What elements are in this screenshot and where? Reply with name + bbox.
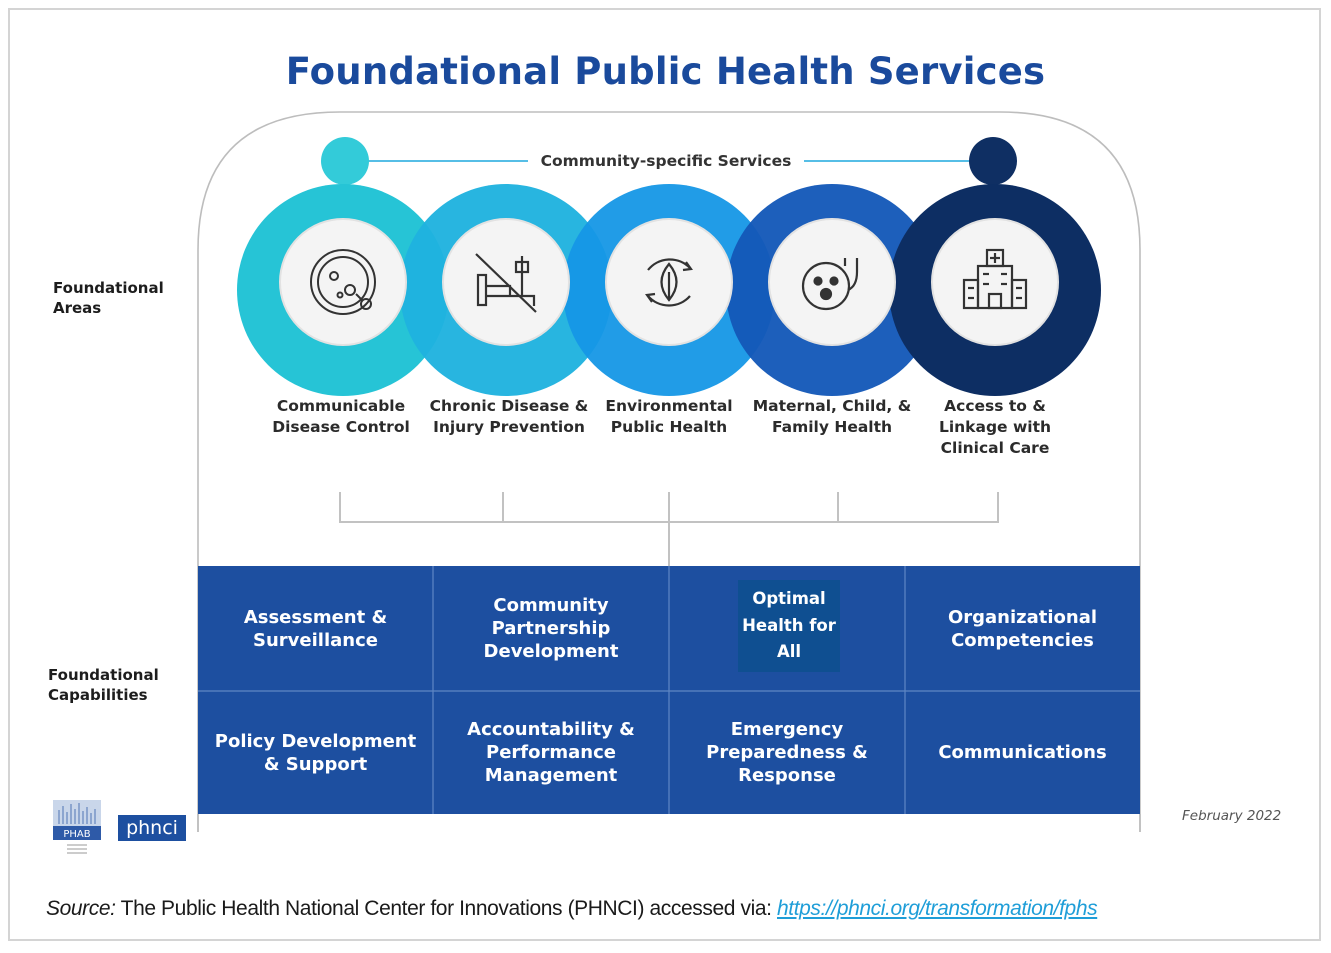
phnci-logo: phnci bbox=[118, 815, 186, 841]
area-label-maternal: Maternal, Child, & Family Health bbox=[752, 397, 912, 436]
family-stethoscope-icon bbox=[801, 258, 859, 311]
no-hospital-bed-icon bbox=[475, 253, 537, 313]
foundational-areas-label: Foundational Areas bbox=[53, 279, 164, 317]
bracket-connectors bbox=[339, 492, 999, 566]
community-dot-right bbox=[969, 137, 1017, 185]
source-link[interactable]: https://phnci.org/transformation/fphs bbox=[777, 897, 1098, 920]
source-text: The Public Health National Center for In… bbox=[120, 897, 772, 920]
capability-emergency: Emergency Preparedness & Response bbox=[706, 719, 868, 786]
capability-organizational: Organizational Competencies bbox=[947, 606, 1098, 651]
area-label-communicable: Communicable Disease Control bbox=[272, 397, 410, 436]
inner-circle bbox=[931, 218, 1059, 346]
inner-circle bbox=[279, 218, 407, 346]
capability-community-partnership: Community Partnership Development bbox=[483, 595, 619, 662]
area-label-access: Access to & Linkage with Clinical Care bbox=[938, 397, 1052, 457]
source-line: Source: The Public Health National Cente… bbox=[46, 897, 1098, 921]
capability-grid-lines bbox=[198, 566, 1140, 814]
arch-outline bbox=[197, 111, 1141, 832]
community-services-label: Community-specific Services bbox=[528, 150, 804, 172]
hospital-icon bbox=[962, 248, 1028, 310]
area-label-chronic: Chronic Disease & Injury Prevention bbox=[429, 397, 589, 436]
capability-assessment: Assessment & Surveillance bbox=[243, 606, 388, 651]
diagram-title: Foundational Public Health Services bbox=[285, 50, 1046, 93]
capability-communications: Communications bbox=[938, 742, 1107, 763]
area-label-environmental: Environmental Public Health bbox=[605, 397, 733, 436]
petri-dish-icon bbox=[310, 249, 376, 315]
leaf-cycle-icon bbox=[645, 258, 693, 307]
phab-logo-text: PHAB bbox=[63, 829, 90, 840]
phab-logo: PHAB bbox=[53, 800, 101, 854]
foundational-capabilities-label: Foundational Capabilities bbox=[48, 666, 159, 704]
capability-policy: Policy Development & Support bbox=[214, 730, 417, 775]
community-dot-left bbox=[321, 137, 369, 185]
source-prefix: Source: bbox=[46, 897, 116, 920]
optimal-health-label: Optimal Health for All bbox=[738, 580, 840, 672]
date-label: February 2022 bbox=[1182, 808, 1282, 824]
capability-accountability: Accountability & Performance Management bbox=[467, 719, 635, 786]
